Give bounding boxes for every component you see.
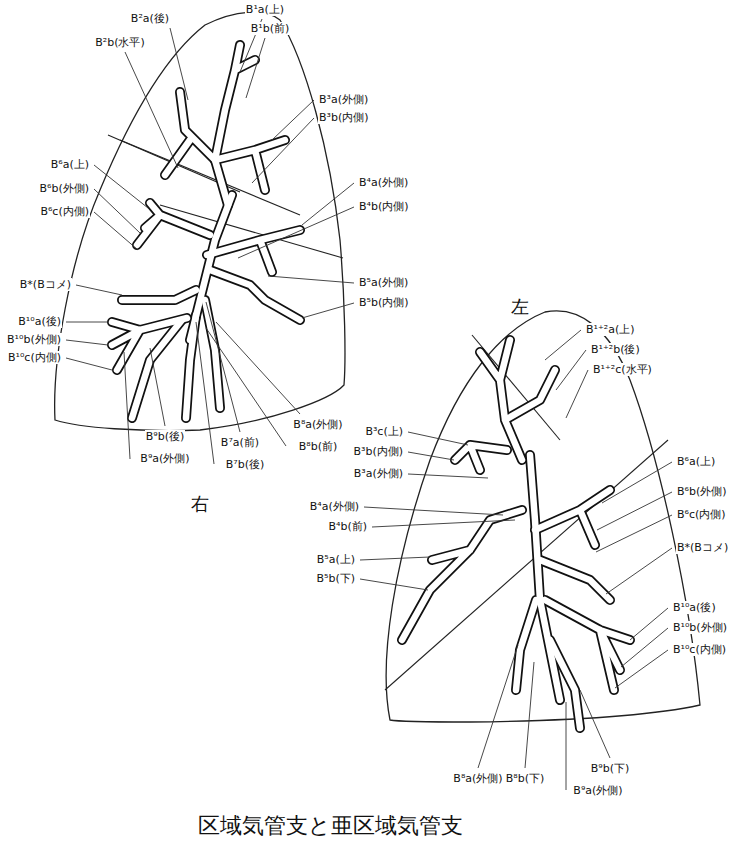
caption: 区域気管支と亜区域気管支 [197,812,464,840]
segment-label: B⁴a(外側) [309,500,360,513]
segment-label: B*(Bコメ) [676,541,729,554]
segment-label: B⁹a(外側) [139,452,190,465]
segment-label: B¹⁺²b(後) [590,343,641,356]
segment-label: B¹⁰a(後) [672,601,717,614]
segment-label: B⁸a(外側) [452,772,503,785]
segment-label: B¹⁰b(外側) [6,333,62,346]
lung-side-label: 右 [190,493,210,515]
segment-label: B⁹b(下) [590,762,631,775]
lung-side-label: 左 [510,296,530,318]
segment-label: B⁵b(下) [315,572,356,585]
segment-label: B⁶c(内側) [676,508,727,521]
lung-outline [55,12,700,722]
fissure-line [108,135,668,690]
segment-label: B⁶b(外側) [38,182,90,195]
segment-label: B⁷a(前) [220,436,260,449]
segment-label: B⁵a(上) [316,553,356,566]
segment-label: B²a(後) [130,12,170,25]
segment-label: B¹⁰a(後) [17,315,62,328]
segment-label: B³c(上) [364,425,404,438]
segment-label: B⁷b(後) [225,458,266,471]
segment-label: B⁸a(外側) [292,418,343,431]
segment-label: B⁴b(前) [327,520,368,533]
segment-label: B³b(内側) [318,111,370,124]
segment-label: B⁹a(外側) [572,784,623,797]
segment-label: B¹⁰c(内側) [672,643,727,656]
segment-label: B⁶b(外側) [676,485,728,498]
segment-label: B⁶c(内側) [39,205,90,218]
segment-label: B¹⁰b(外側) [672,621,728,634]
bronchial-tree [112,45,630,728]
segment-label: B⁵a(外側) [358,276,409,289]
segment-label: B⁸b(前) [298,440,339,453]
segment-label: B¹⁰c(内側) [7,351,62,364]
segment-label: B¹⁺²c(水平) [592,363,653,376]
segment-label: B⁶a(上) [676,455,716,468]
segment-label: B¹b(前) [250,22,291,35]
segment-label: B⁸b(下) [505,772,546,785]
segment-label: B⁴a(外側) [358,176,409,189]
leader-line [66,19,672,790]
segment-label: B⁹b(後) [145,430,186,443]
segment-label: B³a(外側) [318,93,369,106]
segment-label: B*(Bコメ) [19,278,72,291]
segment-label: B³b(内側) [352,445,404,458]
segment-label: B¹⁺²a(上) [585,323,636,336]
segment-label: B⁶a(上) [50,158,90,171]
segment-label: B²b(水平) [94,36,146,49]
segment-label: B¹a(上) [245,3,285,16]
segment-label: B³a(外側) [353,467,404,480]
segment-label: B⁴b(内側) [358,200,410,213]
segment-label: B⁵b(内側) [358,296,410,309]
